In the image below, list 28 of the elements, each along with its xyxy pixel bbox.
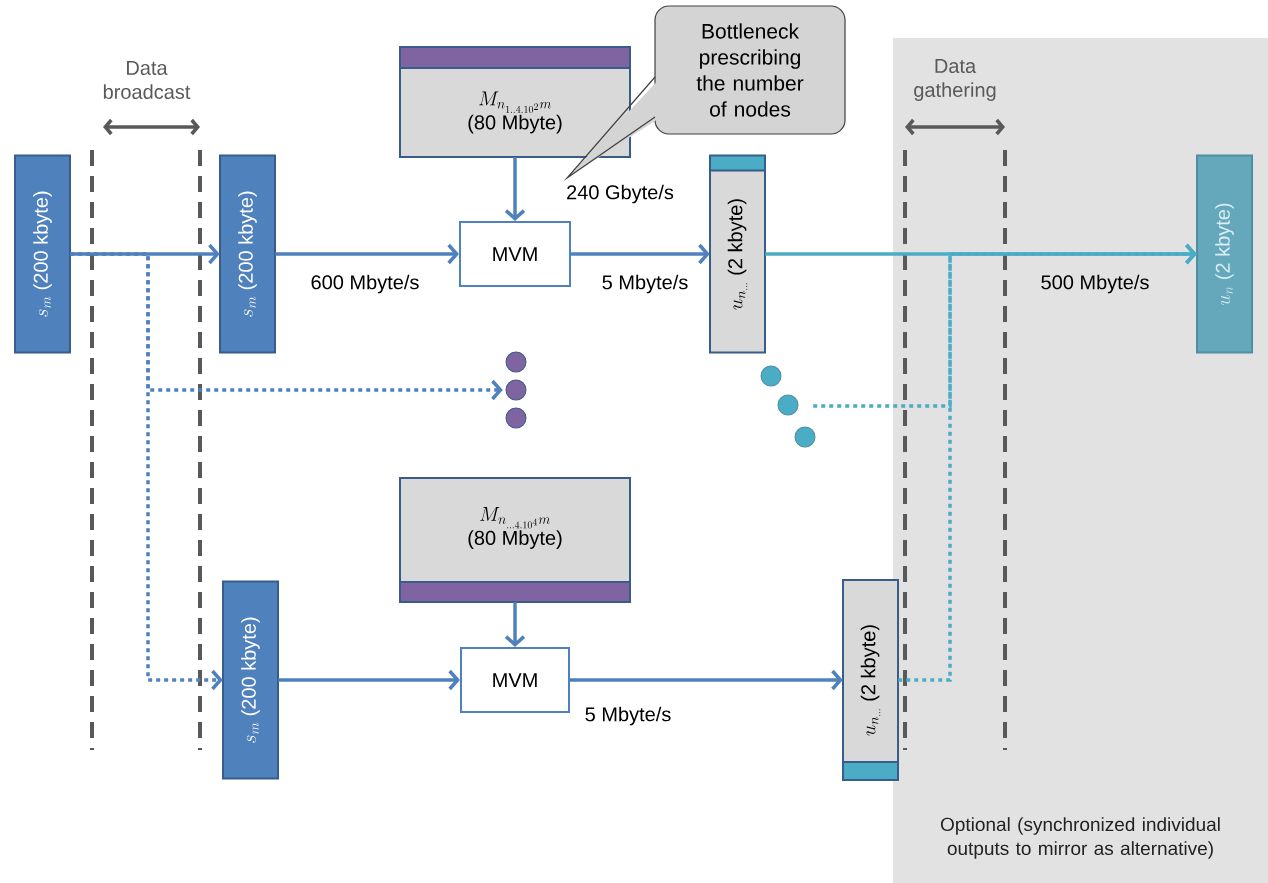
edge-label: 240 Gbyte/s <box>567 184 674 204</box>
process-box: MVM <box>460 647 570 713</box>
dotted-arrow <box>898 243 1197 682</box>
callout-bubble: Bottleneck prescribing the number of nodes <box>563 5 846 182</box>
dotted-arrow <box>70 252 503 401</box>
ellipsis-dots <box>760 365 816 448</box>
data-block: $s_m$ (200 kbyte) <box>14 154 71 354</box>
edge-label: 500 Mbyte/s <box>1041 274 1149 294</box>
arrow <box>504 602 526 647</box>
ellipsis-dots <box>505 351 527 429</box>
edge-label: 5 Mbyte/s <box>602 274 688 294</box>
arrow <box>278 669 460 691</box>
data-block: $s_m$ (200 kbyte) <box>222 580 279 780</box>
result-block: $u_{n_{\ldots}}$ (2 kbyte) <box>709 154 766 354</box>
process-box: MVM <box>459 221 571 287</box>
output-block: $u_n$ (2 kbyte) <box>1196 154 1253 354</box>
section-label: Data broadcast <box>103 61 191 99</box>
arrow <box>504 157 526 221</box>
arrow <box>275 243 459 265</box>
result-block: $u_{n_{\ldots}}$ (2 kbyte) <box>842 579 899 781</box>
data-block: $s_m$ (200 kbyte) <box>219 154 276 354</box>
matrix-block: $M_{n_{\ldots 4.10^4}m}$ (80 Mbyte) <box>399 477 631 603</box>
edge-label: 600 Mbyte/s <box>311 274 419 294</box>
edge-label: 5 Mbyte/s <box>585 706 671 726</box>
arrow <box>571 243 710 265</box>
arrow <box>570 669 843 691</box>
section-label: Data gathering <box>914 59 996 101</box>
matrix-block: $M_{n_{1..4.10^2}m}$ (80 Mbyte) <box>399 46 631 158</box>
